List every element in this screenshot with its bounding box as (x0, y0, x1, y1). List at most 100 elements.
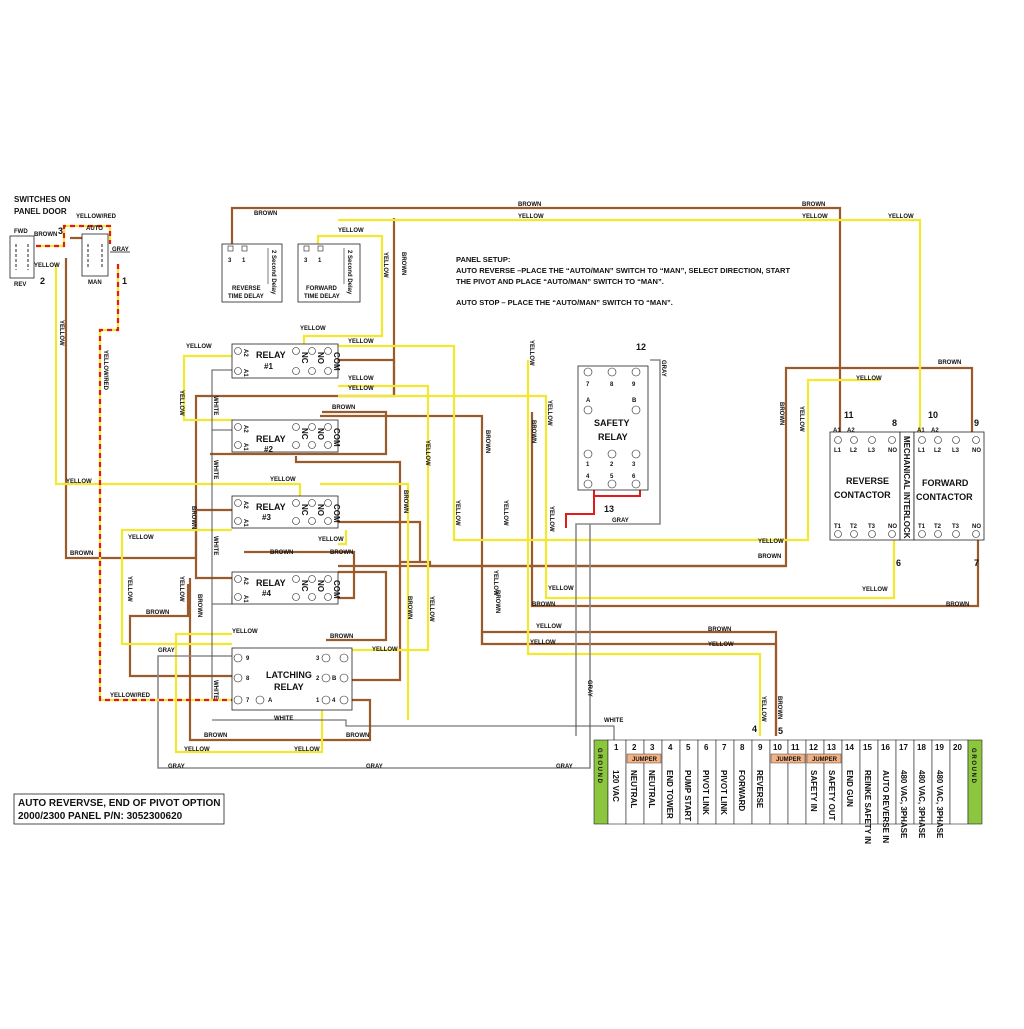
wire-label: YELLOW (528, 340, 534, 366)
relay-1-no-label: NO (316, 352, 325, 364)
forward-contactor-a1: A1 (917, 428, 925, 434)
wire-label: BROWN (938, 360, 961, 366)
forward-contactor-a2: A2 (931, 428, 939, 434)
terminal-17-label: 480 VAC, 3PHASE (899, 770, 908, 839)
wire-label: BROWN (802, 202, 825, 208)
relay-2-nc-terminal-a (292, 423, 300, 431)
switch-terminal-1: 1 (122, 276, 127, 286)
title-line2: 2000/2300 PANEL P/N: 3052300620 (18, 811, 183, 822)
fwd-label: FWD (14, 229, 28, 235)
relay-1-nc-label: NC (300, 352, 309, 364)
wire-label: YELLOW (862, 587, 888, 593)
terminal-4-number: 4 (668, 743, 673, 752)
safety-pin-a: A (586, 398, 591, 404)
wires-red (565, 484, 641, 528)
forward-contactor-l1: L1 (918, 448, 926, 454)
wire-label: YELLOW (530, 640, 556, 646)
relay-4-no-terminal-b (308, 593, 316, 601)
reverse-contactor-l2-terminal (850, 436, 858, 444)
latching-pin-7: 7 (246, 698, 250, 704)
wire-label: WHITE (212, 680, 218, 699)
switch-terminal-2: 2 (40, 276, 45, 286)
wire-label: YELLOW (454, 500, 460, 526)
wire-label: GRAY (660, 360, 666, 377)
terminal-2-label: NEUTRAL (629, 770, 638, 808)
terminal-8-number: 8 (740, 743, 745, 752)
forward-contactor-bottom-t2: T2 (934, 524, 942, 530)
wire-label: BROWN (406, 596, 412, 619)
reverse-contactor-no-terminal (888, 436, 896, 444)
safety-pin-2: 2 (610, 462, 614, 468)
jumper-3 (806, 753, 842, 764)
terminal-14-label: END GUN (845, 770, 854, 807)
fwd-rev-switch[interactable] (9, 235, 35, 279)
forward-contactor-bottom-t2-terminal (934, 530, 942, 538)
wire-label: BROWN (70, 551, 93, 557)
relay-1-no-terminal-a (308, 347, 316, 355)
terminal-3-number: 3 (650, 743, 655, 752)
auto-man-switch[interactable] (81, 233, 109, 277)
forward-contactor-l1-terminal (918, 436, 926, 444)
terminal-7-number: 7 (722, 743, 727, 752)
reverse-contactor-a1: A1 (833, 428, 841, 434)
forward-contactor-l2-terminal (934, 436, 942, 444)
relay-3-label: RELAY (256, 502, 286, 512)
wire-label: YELLOW (856, 376, 882, 382)
wire-label: BROWN (708, 627, 731, 633)
ground-right-terminal (967, 739, 983, 825)
wire-label: YELLOW (348, 386, 374, 392)
reverse-td-pin-1: 1 (242, 258, 246, 264)
wire-label: YELLOW (548, 506, 554, 532)
forward-contactor-no: NO (972, 448, 981, 454)
wire-label: YELLOW (492, 570, 498, 596)
latching-pin-a: A (268, 698, 273, 704)
relay-4-nc-label: NC (300, 580, 309, 592)
forward-contactor-l2: L2 (934, 448, 942, 454)
wire-label: WHITE (212, 536, 218, 555)
wire-label: BROWN (758, 554, 781, 560)
switches-heading-1: SWITCHES ON (14, 195, 71, 204)
safety-pin-8: 8 (610, 382, 614, 388)
reverse-contactor-bottom-no-terminal (888, 530, 896, 538)
wire-label: GRAY (168, 764, 185, 770)
wire-label: YELLOW (66, 479, 92, 485)
terminal-wire-5: 5 (778, 726, 783, 736)
safety-pin-b: B (632, 398, 637, 404)
relay-2-nc-label: NC (300, 428, 309, 440)
relay-4-com-terminal-a (324, 575, 332, 583)
reverse-contactor-line1: REVERSE (846, 476, 889, 486)
relay-1-com-label: COM (332, 352, 341, 371)
wires-gray (110, 251, 661, 769)
wire-label: BROWN (270, 550, 293, 556)
safety-pin-3: 3 (632, 462, 636, 468)
terminal-16-number: 16 (881, 743, 890, 752)
jumper-2 (770, 753, 806, 764)
wire-label: BROWN (146, 610, 169, 616)
jumper-2-label: JUMPER (776, 757, 802, 763)
relay-3-com-label: COM (332, 504, 341, 523)
terminal-19-number: 19 (935, 743, 944, 752)
wire-label: YELLOW/RED (110, 693, 151, 699)
relay-4-no-terminal-a (308, 575, 316, 583)
safety-terminal-12: 12 (636, 342, 646, 352)
relay-2-a2: A2 (242, 425, 248, 433)
wire-label: YELLOW (178, 576, 184, 602)
relay-2-no-terminal-a (308, 423, 316, 431)
safety-terminal-13: 13 (604, 504, 614, 514)
setup-line2: THE PIVOT AND PLACE “AUTO/MAN” SWITCH TO… (456, 277, 664, 286)
wire-label: YELLOW (518, 214, 544, 220)
wire-label: BROWN (332, 405, 355, 411)
jumper-1-label: JUMPER (632, 757, 658, 763)
forward-td-line2: TIME DELAY (304, 294, 340, 300)
terminal-14-number: 14 (845, 743, 854, 752)
safety-pin-1: 1 (586, 462, 590, 468)
relay-1-a2: A2 (242, 349, 248, 357)
setup-heading: PANEL SETUP: (456, 255, 510, 264)
wire-label: BROWN (34, 232, 57, 238)
relay-1 (231, 343, 339, 379)
wire-label: YELLOW (126, 576, 132, 602)
ground-right-label: G R O U N D (970, 748, 976, 784)
